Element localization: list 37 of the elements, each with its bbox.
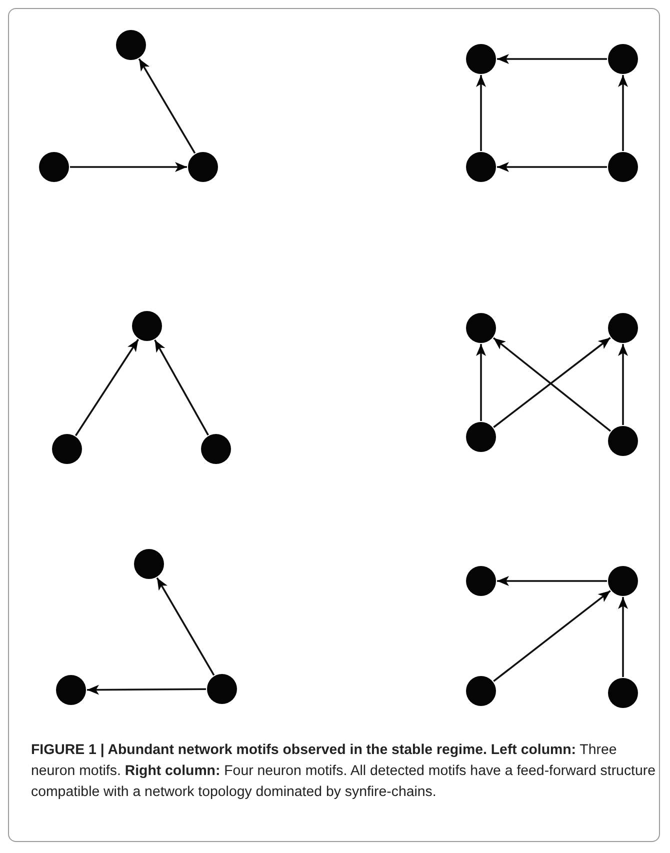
arrow (618, 344, 628, 425)
arrow (497, 162, 607, 172)
arrow (70, 162, 187, 172)
neuron-node (608, 566, 638, 596)
arrow (154, 340, 209, 436)
neuron-node (52, 434, 82, 464)
arrow (618, 75, 628, 151)
arrow (497, 576, 607, 586)
figure-caption: FIGURE 1 | Abundant network motifs observed in the stable regime. Left column: Three neuron motifs. Right column: Four neuron motifs. All detected motifs have a feed-forward structure compatible with a network topology dominated by synfire-chains. (31, 741, 656, 802)
neuron-node (201, 434, 231, 464)
neuron-node (466, 44, 496, 74)
arrow (74, 338, 140, 436)
neuron-node (116, 30, 146, 60)
neuron-node (608, 426, 638, 456)
arrow (493, 590, 611, 682)
arrow (618, 597, 628, 677)
neuron-node (39, 152, 69, 182)
neuron-node (608, 44, 638, 74)
arrow (476, 75, 486, 151)
neuron-node (134, 549, 164, 579)
neuron-node (466, 313, 496, 343)
neuron-node (132, 311, 162, 341)
arrow (138, 58, 196, 154)
neuron-node (466, 676, 496, 706)
neuron-node (466, 422, 496, 452)
neuron-node (56, 675, 86, 705)
arrow (156, 577, 215, 676)
neuron-node (207, 674, 237, 704)
neuron-node (608, 152, 638, 182)
neuron-node (466, 566, 496, 596)
arrow (497, 54, 607, 64)
neuron-node (466, 152, 496, 182)
neuron-node (608, 678, 638, 708)
arrow (87, 684, 206, 695)
neuron-node (608, 313, 638, 343)
arrow (476, 344, 486, 421)
neuron-node (188, 152, 218, 182)
